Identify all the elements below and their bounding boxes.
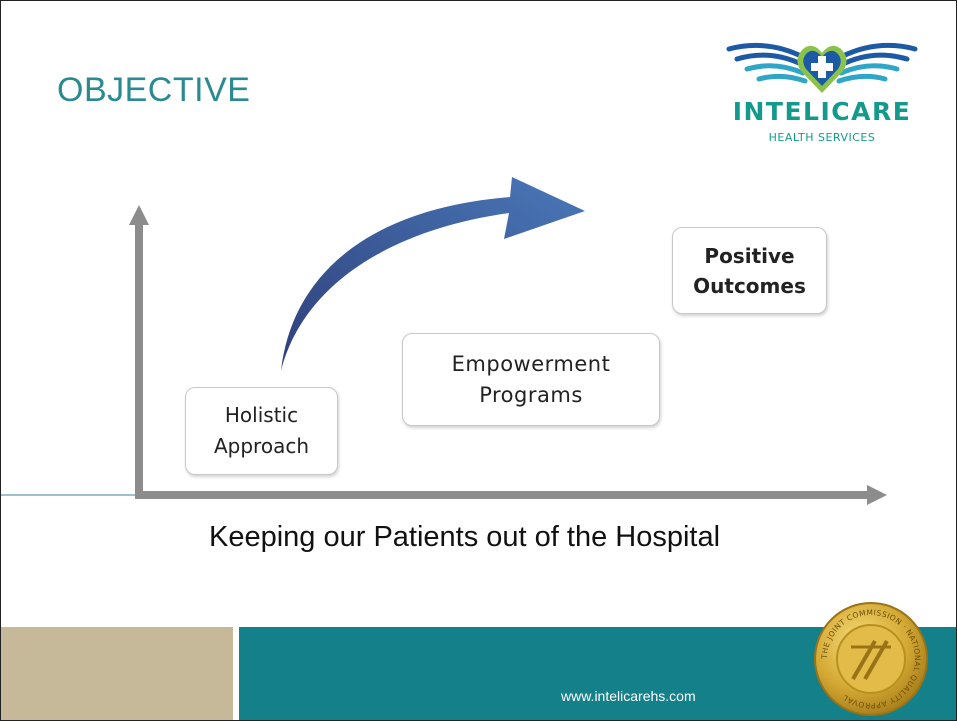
- step-empowerment-programs: Empowerment Programs: [402, 333, 660, 426]
- diagram-caption: Keeping our Patients out of the Hospital: [209, 521, 721, 553]
- gold-seal-icon: THE JOINT COMMISSION · NATIONAL QUALITY …: [814, 602, 928, 716]
- slide-title: OBJECTIVE: [57, 71, 251, 109]
- step-positive-outcomes: Positive Outcomes: [672, 227, 827, 314]
- joint-commission-seal: THE JOINT COMMISSION · NATIONAL QUALITY …: [813, 601, 929, 717]
- step-holistic-approach: Holistic Approach: [185, 387, 338, 475]
- website-url: www.intelicarehs.com: [561, 688, 696, 704]
- curved-arrow: [281, 177, 585, 371]
- heart-wings-icon: [726, 42, 918, 93]
- logo-subtitle: HEALTH SERVICES: [768, 131, 876, 144]
- x-axis-arrowhead: [867, 485, 887, 505]
- footer-left-panel: [1, 627, 233, 720]
- y-axis-arrowhead: [129, 205, 149, 225]
- logo-name: INTELICARE: [732, 97, 912, 126]
- intelicare-logo: INTELICARE HEALTH SERVICES: [717, 31, 927, 161]
